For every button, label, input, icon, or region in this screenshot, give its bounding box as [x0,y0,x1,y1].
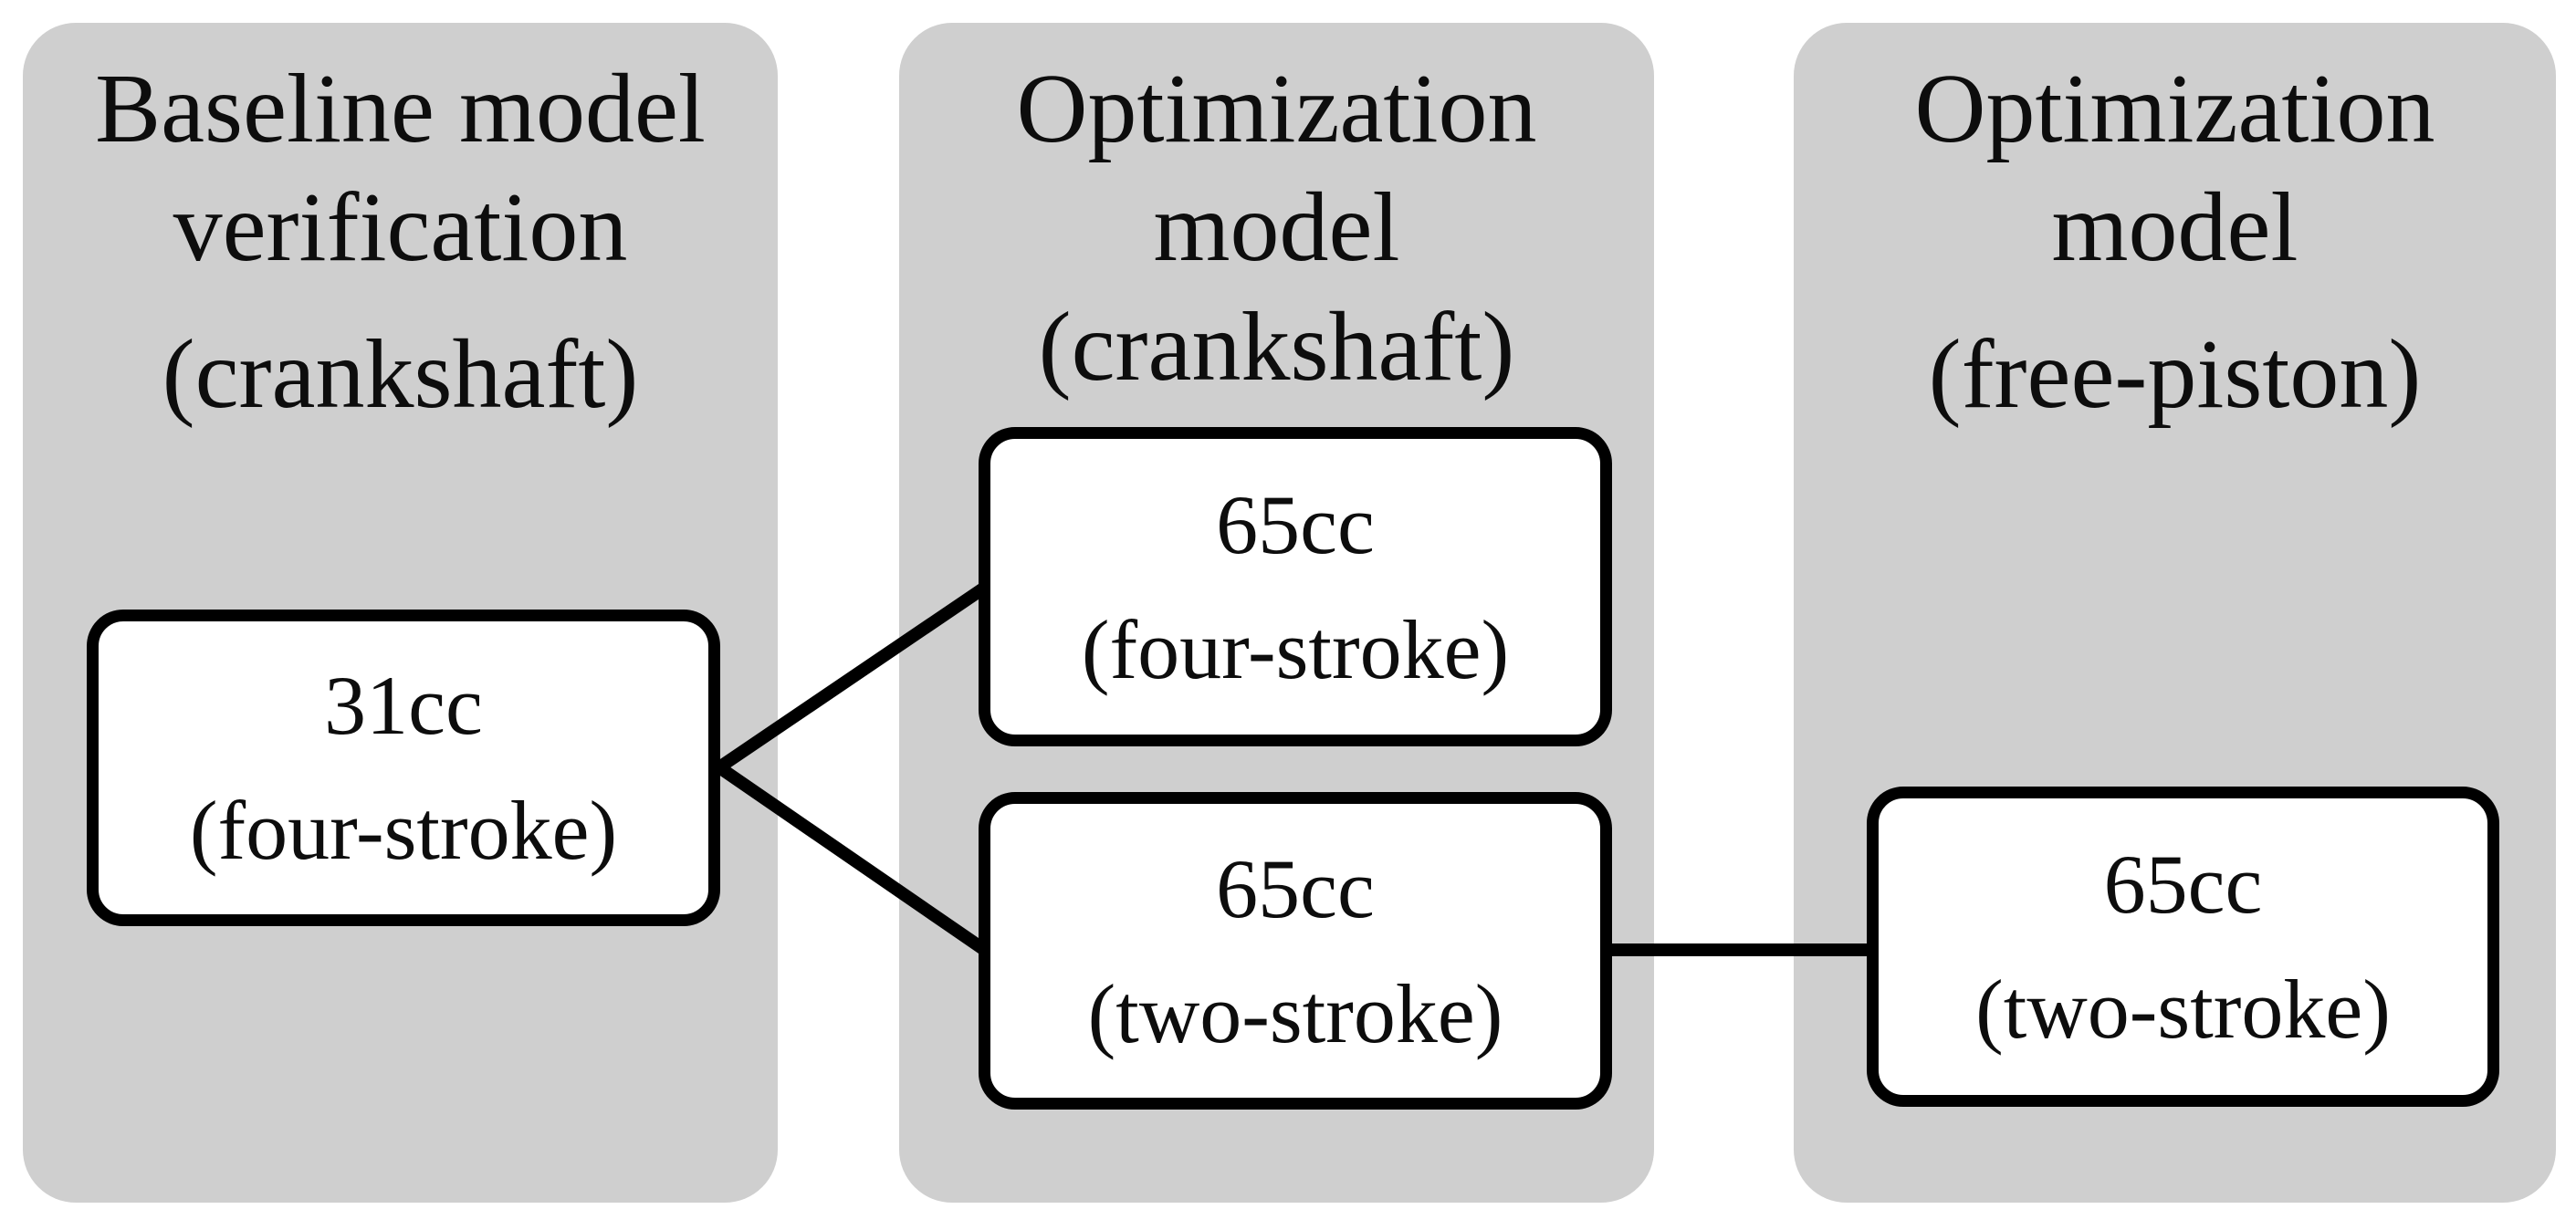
column-title: Baseline model verification [95,55,706,282]
node-sublabel: (four-stroke) [189,784,618,877]
node-31cc-four-stroke: 31cc (four-stroke) [87,610,720,926]
column-title: Optimization model [1016,55,1537,282]
node-sublabel: (two-stroke) [1975,963,2391,1056]
node-label: 65cc [1216,477,1375,571]
node-label: 31cc [324,659,483,752]
node-65cc-two-stroke-crankshaft: 65cc (two-stroke) [979,792,1612,1110]
column-header: Optimization model (free-piston) [1794,23,2556,434]
connector-31cc-to-65cc-four-stroke [716,581,990,773]
node-label: 65cc [2103,838,2263,931]
node-sublabel: (two-stroke) [1087,966,1503,1060]
node-65cc-four-stroke: 65cc (four-stroke) [979,427,1612,746]
column-header: Baseline model verification (crankshaft) [23,23,778,434]
node-label: 65cc [1216,841,1375,935]
column-subtitle: (free-piston) [1928,320,2422,430]
connector-31cc-to-65cc-two-stroke [716,762,990,956]
column-title: Optimization model [1914,55,2435,282]
column-header: Optimization model (crankshaft) [899,23,1654,407]
column-subtitle: (crankshaft) [1038,293,1515,402]
node-sublabel: (four-stroke) [1081,602,1510,696]
node-65cc-two-stroke-free-piston: 65cc (two-stroke) [1867,787,2499,1107]
column-subtitle: (crankshaft) [162,320,639,430]
